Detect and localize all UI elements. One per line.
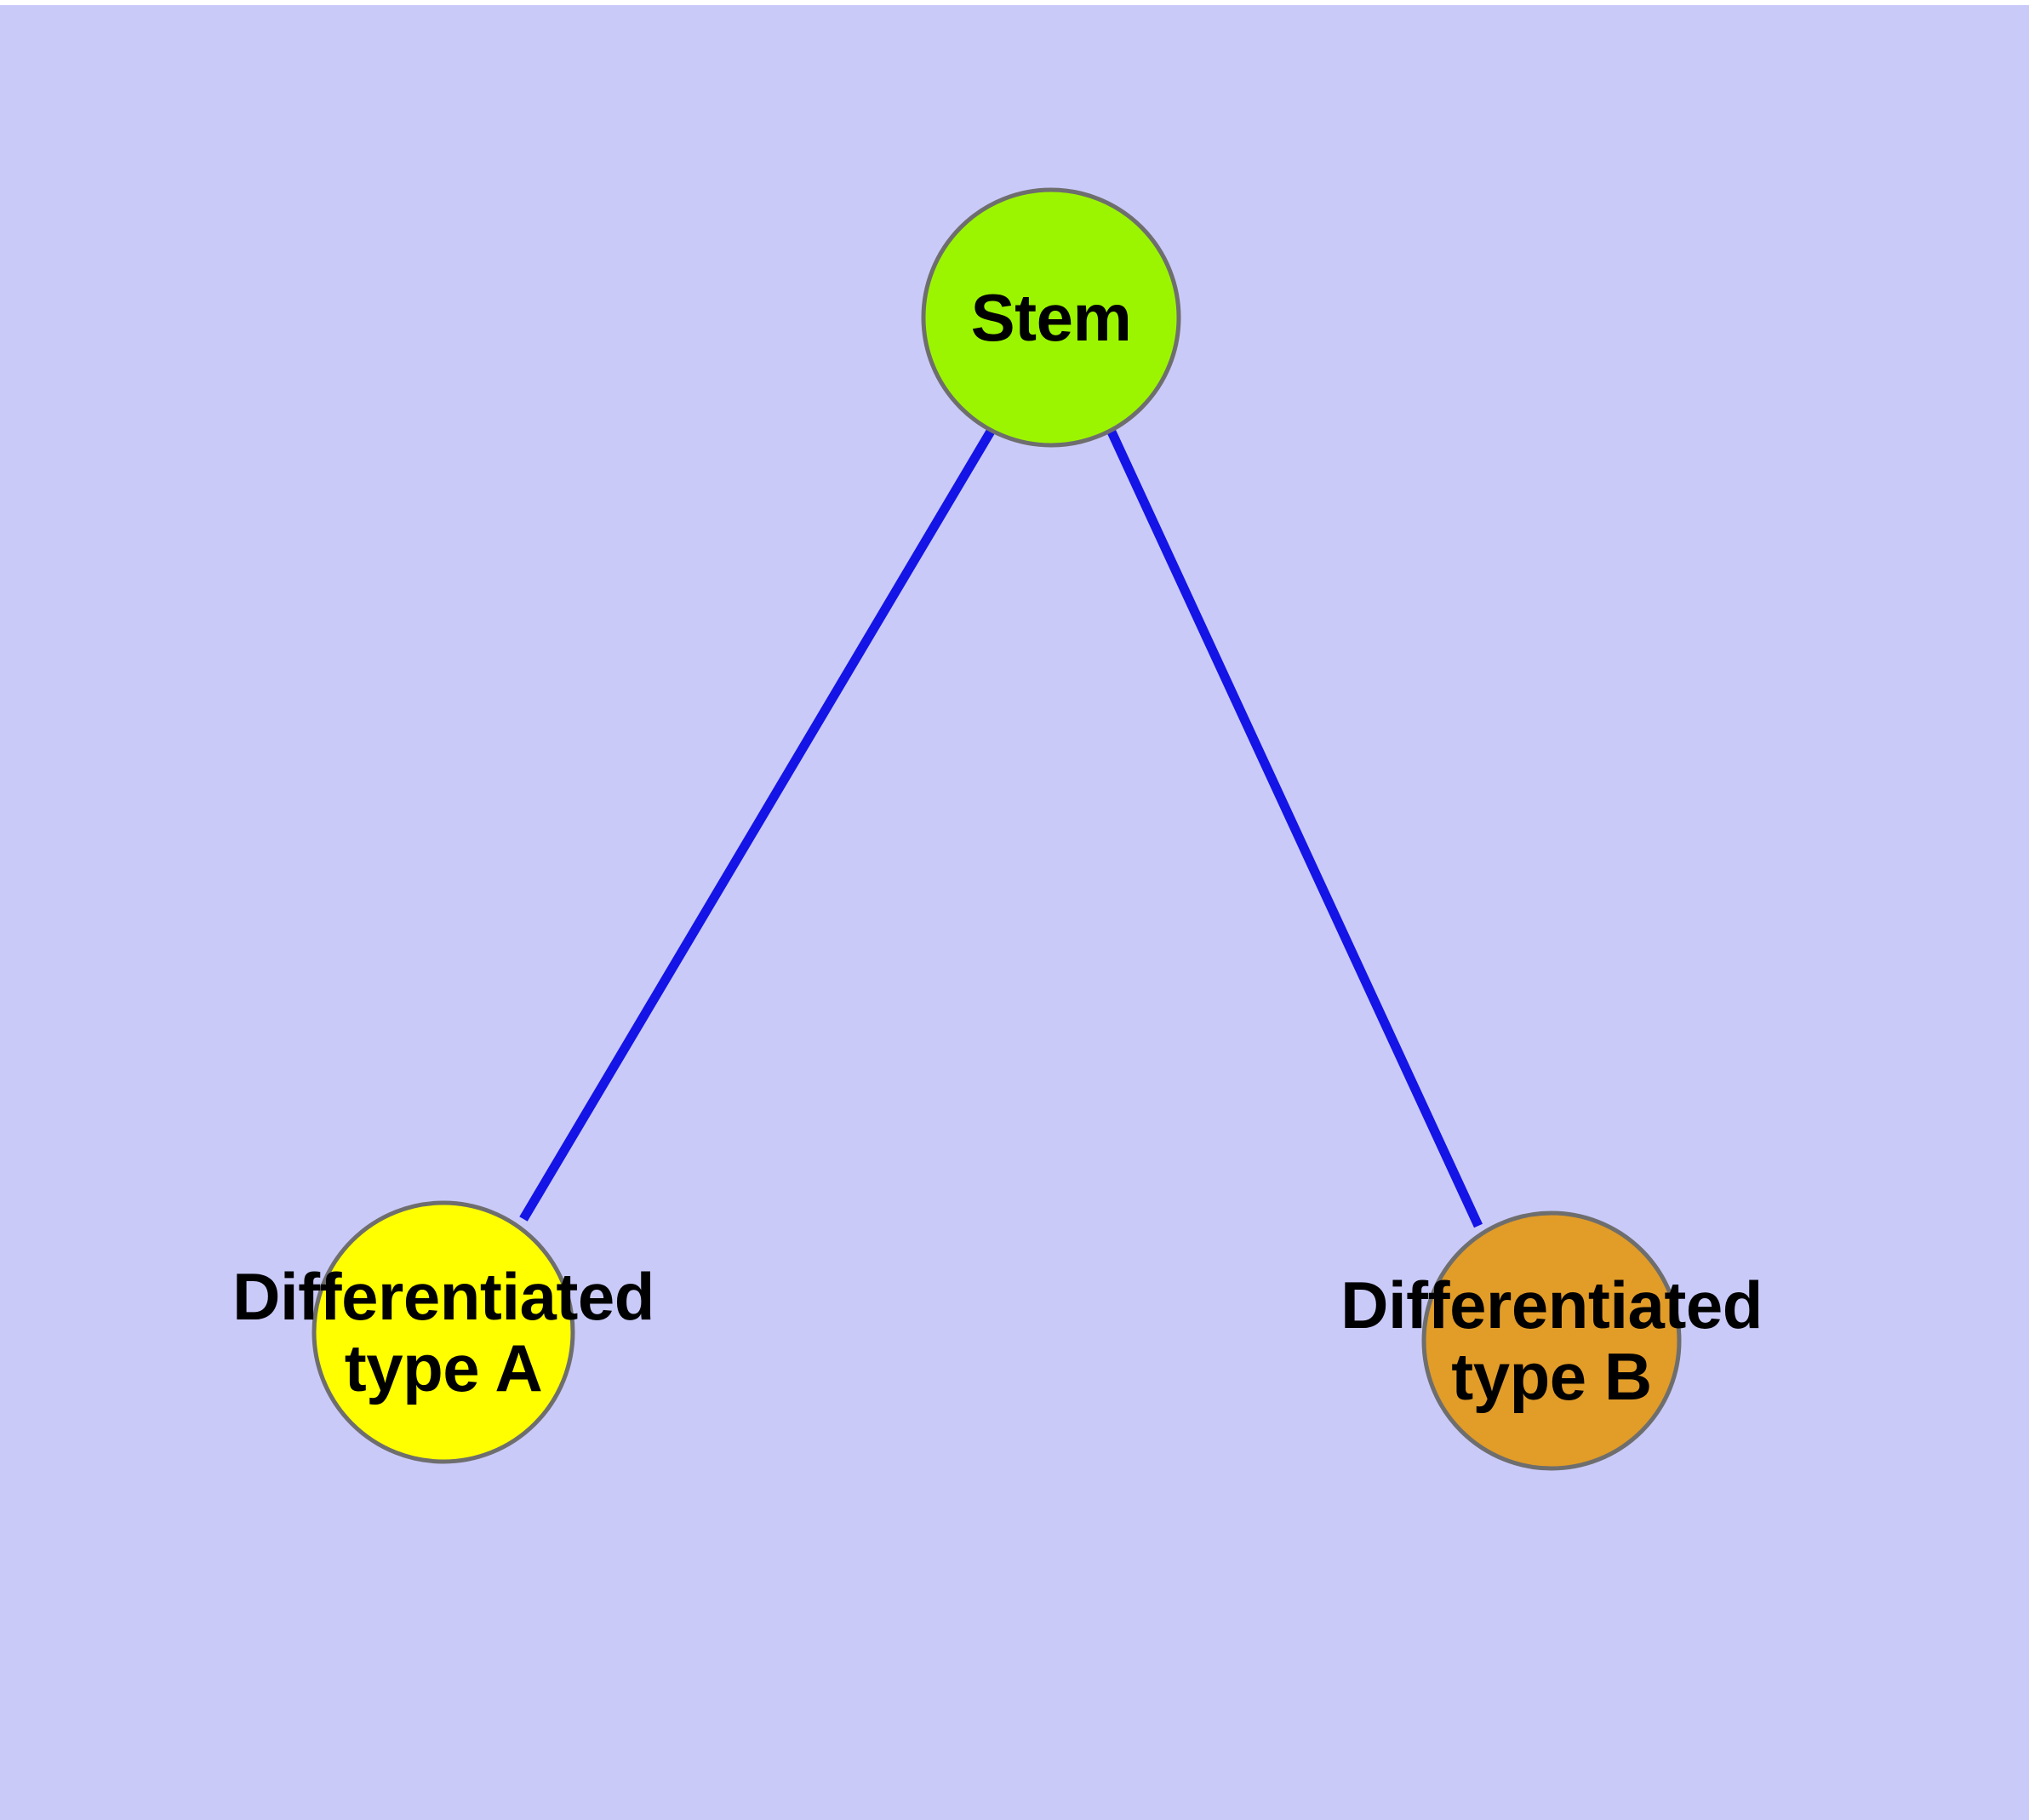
node-stem[interactable] (921, 187, 1181, 448)
edge-stem-to-differentiated-type-b (1106, 427, 1483, 1228)
node-differentiated-type-a[interactable] (311, 1200, 575, 1464)
node-differentiated-type-b[interactable] (1421, 1210, 1682, 1471)
node-layer (311, 187, 1682, 1471)
edge-stem-to-differentiated-type-a (519, 427, 996, 1222)
edge-layer (519, 427, 1483, 1228)
